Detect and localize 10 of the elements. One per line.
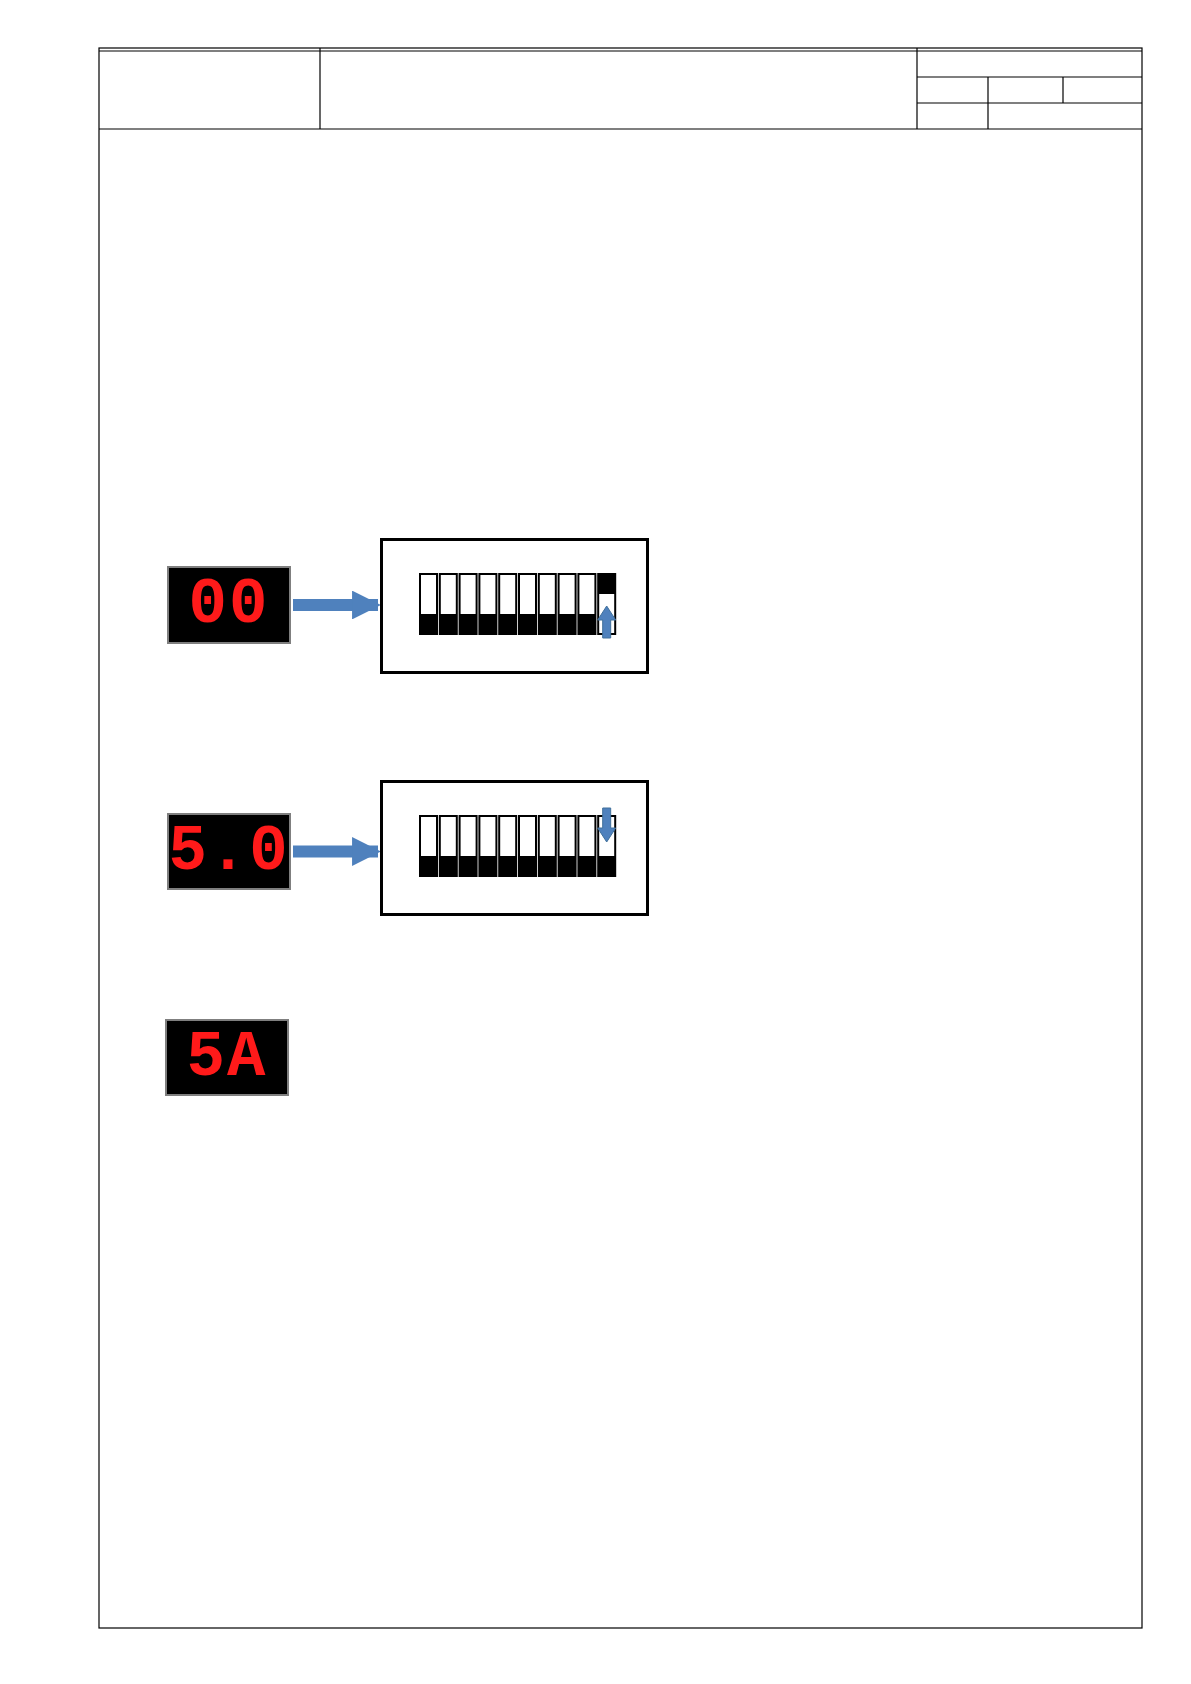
seven-segment-display	[167, 813, 291, 890]
display-readout: 00	[188, 573, 270, 637]
seven-segment-display	[167, 566, 291, 644]
block-arrow	[293, 590, 381, 620]
dip-switch-panel	[380, 780, 649, 916]
dip-switch-panel	[380, 538, 649, 674]
display-readout: 5.0	[168, 819, 290, 884]
block-arrow	[293, 837, 381, 866]
display-readout: 5A	[186, 1025, 268, 1090]
seven-segment-display	[165, 1019, 289, 1096]
